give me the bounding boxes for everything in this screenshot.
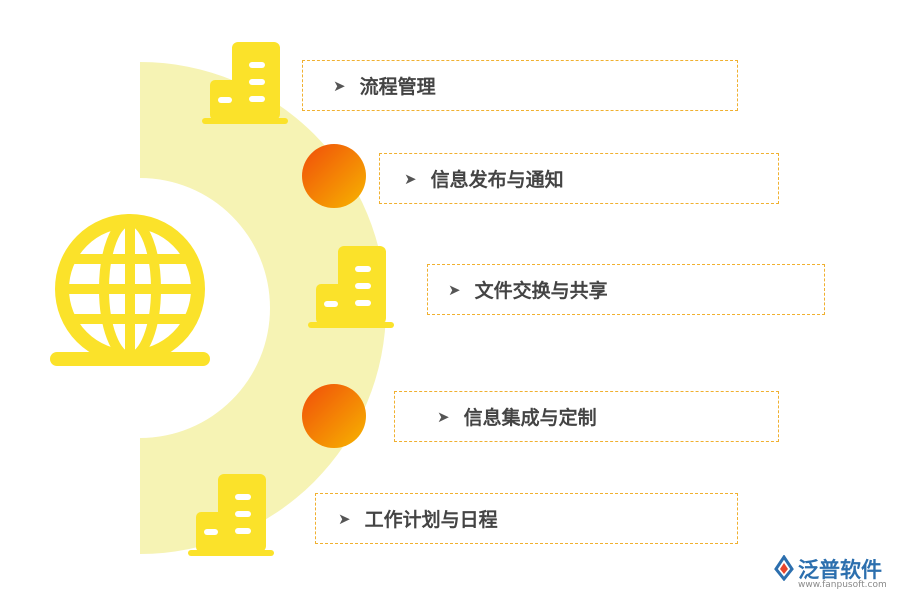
arrow-bullet-icon: ➤ bbox=[437, 407, 450, 426]
building-icon bbox=[188, 474, 274, 556]
brand-name: 泛普软件 bbox=[798, 558, 882, 582]
item-box-file-exchange: ➤ 文件交换与共享 bbox=[427, 264, 825, 315]
brand-logo: 泛普软件 www.fanpusoft.com bbox=[772, 552, 892, 592]
item-label: 文件交换与共享 bbox=[474, 280, 608, 302]
item-box-process-management: ➤ 流程管理 bbox=[302, 60, 738, 111]
orange-circle-marker bbox=[302, 384, 366, 448]
arrow-bullet-icon: ➤ bbox=[448, 280, 461, 299]
arrow-bullet-icon: ➤ bbox=[333, 76, 346, 95]
brand-mark-icon bbox=[774, 555, 794, 581]
globe-icon bbox=[55, 214, 205, 364]
item-box-info-integration: ➤ 信息集成与定制 bbox=[394, 391, 779, 442]
building-icon bbox=[202, 42, 288, 124]
arrow-bullet-icon: ➤ bbox=[404, 169, 417, 188]
globe-base bbox=[50, 352, 210, 366]
item-box-info-publish: ➤ 信息发布与通知 bbox=[379, 153, 779, 204]
arrow-bullet-icon: ➤ bbox=[338, 509, 351, 528]
item-label: 信息发布与通知 bbox=[430, 169, 564, 191]
item-label: 信息集成与定制 bbox=[463, 407, 597, 429]
item-box-work-plan: ➤ 工作计划与日程 bbox=[315, 493, 738, 544]
item-label: 流程管理 bbox=[359, 76, 436, 98]
orange-circle-marker bbox=[302, 144, 366, 208]
building-icon bbox=[308, 246, 394, 328]
brand-url: www.fanpusoft.com bbox=[798, 580, 887, 590]
item-label: 工作计划与日程 bbox=[364, 509, 498, 531]
